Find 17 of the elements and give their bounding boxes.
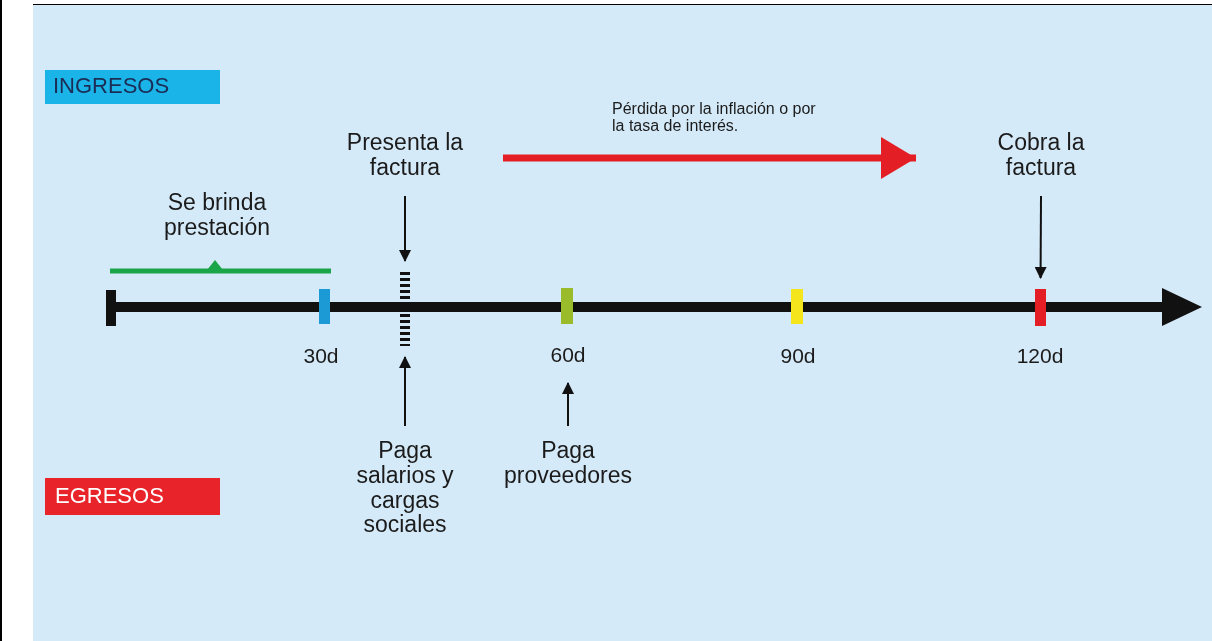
event-label: Se brinda prestación	[137, 190, 297, 244]
time-marker	[1035, 289, 1046, 326]
arrow	[1034, 195, 1047, 279]
arrow	[562, 382, 574, 427]
section-tag: EGRESOS	[45, 478, 220, 515]
event-label: Paga proveedores	[487, 438, 649, 492]
arrow	[399, 195, 411, 262]
event-label: Cobra la factura	[981, 130, 1101, 184]
section-tag: INGRESOS	[45, 70, 220, 104]
time-label: 60d	[540, 344, 596, 372]
event-label: Presenta la factura	[325, 130, 485, 184]
time-label: 90d	[779, 344, 817, 368]
edge-label: Pérdida por la inflación o por la tasa de interés.	[612, 101, 817, 135]
time-label: 30d	[302, 344, 340, 368]
time-label: 120d	[1015, 344, 1065, 368]
event-label: Paga salarios y cargas sociales	[345, 438, 465, 546]
arrow	[399, 356, 411, 427]
